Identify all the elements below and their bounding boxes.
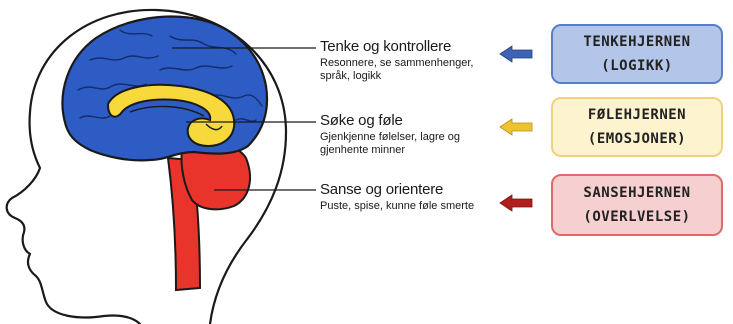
arrow-left-icon <box>499 194 533 212</box>
limbic-curl <box>205 123 223 131</box>
box-title: TENKEHJERNEN <box>583 34 691 50</box>
box-title: SANSEHJERNEN <box>583 185 691 201</box>
label-thinking: Tenke og kontrollere Resonnere, se samme… <box>320 38 520 83</box>
label-feeling: Søke og føle Gjenkjenne følelser, lagre … <box>320 112 520 157</box>
label-description: språk, logikk <box>320 70 382 82</box>
box-subtitle: (LOGIKK) <box>601 58 673 74</box>
label-description: gjenhente minner <box>320 144 406 156</box>
limbic-inner-line <box>129 105 205 117</box>
label-description: Gjenkjenne følelser, lagre og <box>320 131 461 143</box>
label-heading: Søke og føle <box>320 112 403 129</box>
label-description: Puste, spise, kunne føle smerte <box>320 200 475 212</box>
box-subtitle: (OVERLVELSE) <box>583 209 691 225</box>
limbic-system <box>106 83 236 148</box>
label-heading: Tenke og kontrollere <box>320 38 452 55</box>
box-subtitle: (EMOSJONER) <box>587 131 687 147</box>
label-sensing: Sanse og orientere Puste, spise, kunne f… <box>320 181 520 213</box>
arrow-left-icon <box>499 45 533 63</box>
box-folehjernen: FØLEHJERNEN (EMOSJONER) <box>551 97 723 157</box>
label-heading: Sanse og orientere <box>320 181 444 198</box>
box-sansehjernen: SANSEHJERNEN (OVERLVELSE) <box>551 174 723 236</box>
arrow-left-icon <box>499 118 533 136</box>
box-tenkehjernen: TENKEHJERNEN (LOGIKK) <box>551 24 723 84</box>
label-description: Resonnere, se sammenhenger, <box>320 57 474 69</box>
box-title: FØLEHJERNEN <box>587 107 687 123</box>
head-outline <box>5 8 288 324</box>
